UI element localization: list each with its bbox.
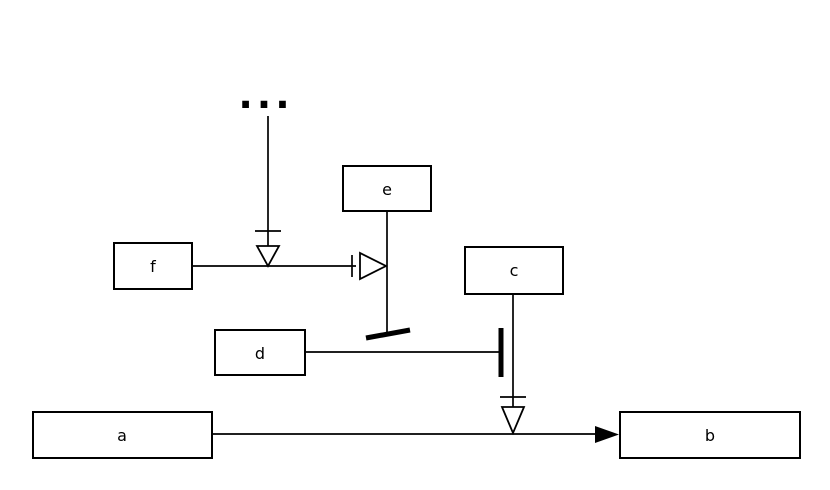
down-triangle-icon-lower bbox=[500, 406, 526, 436]
box-c-label: c bbox=[510, 261, 519, 280]
mirror-slanted bbox=[365, 327, 411, 341]
box-b-label: b bbox=[705, 426, 715, 445]
box-c bbox=[464, 246, 564, 295]
box-a-label: a bbox=[117, 426, 127, 445]
box-d-label: d bbox=[255, 344, 265, 363]
box-f-label: f bbox=[150, 257, 156, 276]
box-b bbox=[619, 411, 801, 459]
box-d bbox=[214, 329, 306, 376]
ellipsis-continuation-marker: ... bbox=[238, 73, 293, 117]
box-a bbox=[32, 411, 213, 459]
down-triangle-icon-upper bbox=[255, 245, 281, 268]
box-e-label: e bbox=[382, 180, 392, 199]
arrowhead-icon bbox=[595, 426, 619, 443]
right-triangle-icon bbox=[359, 251, 389, 281]
